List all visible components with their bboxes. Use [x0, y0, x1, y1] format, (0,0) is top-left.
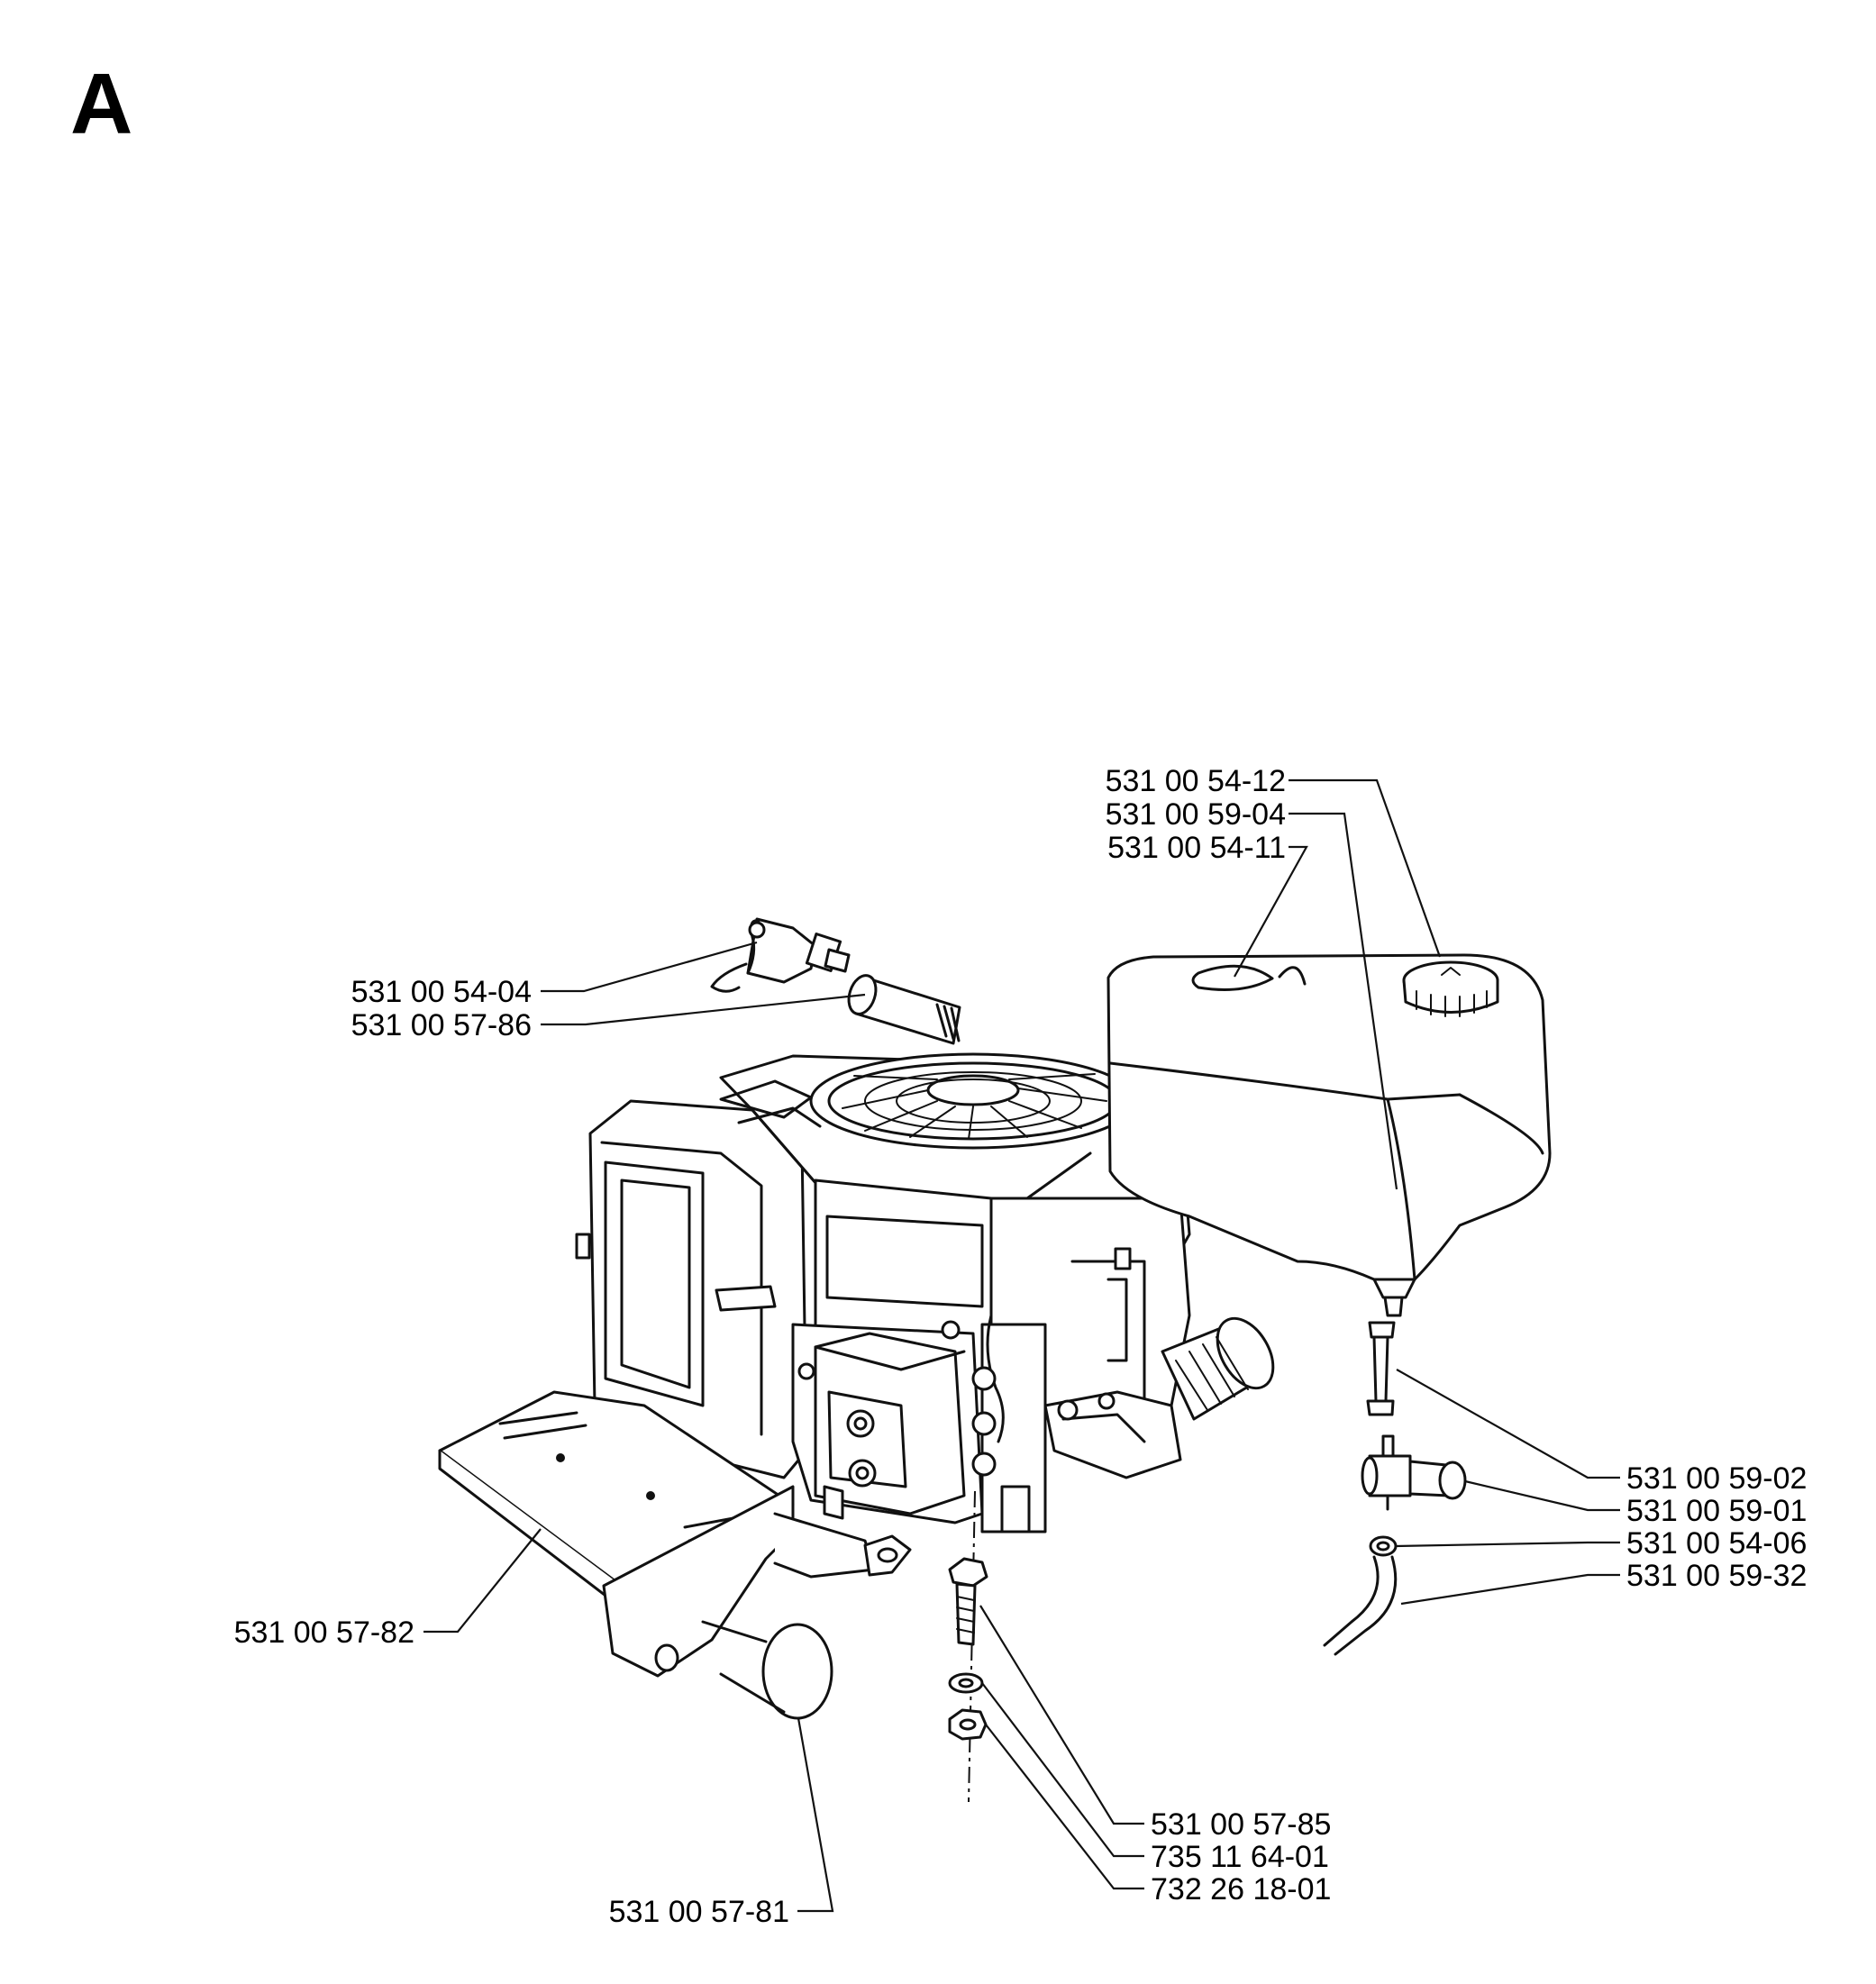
part-label-hose-clamp: 531 00 54-06 [1626, 1526, 1807, 1561]
fuel-tank-illustration [1106, 953, 1552, 1317]
fuel-line-lower-illustration [1323, 1555, 1398, 1656]
part-label-fuel-valve: 531 00 59-01 [1626, 1494, 1807, 1528]
part-label-spark-plug-wire: 531 00 54-04 [351, 975, 532, 1009]
nut-illustration [948, 1708, 988, 1741]
part-label-washer: 735 11 64-01 [1151, 1840, 1329, 1874]
part-label-fuel-line-upper: 531 00 59-02 [1626, 1461, 1807, 1496]
part-label-tank-clip: 531 00 54-11 [1107, 831, 1286, 865]
hose-clamp-illustration [1369, 1535, 1398, 1557]
muffler-illustration [602, 1485, 912, 1720]
part-label-spark-plug-cover: 531 00 57-86 [351, 1008, 532, 1042]
spark-plug-wire-illustration [710, 917, 851, 993]
bolt-illustration [948, 1557, 988, 1646]
part-label-heat-shield: 531 00 57-82 [234, 1615, 414, 1650]
engine-block-illustration [575, 1052, 1275, 1534]
part-label-muffler: 531 00 57-81 [609, 1895, 789, 1929]
tank-clip-illustration [1191, 964, 1307, 991]
part-label-fuel-tank: 531 00 59-04 [1106, 797, 1286, 832]
part-label-bolt: 531 00 57-85 [1151, 1807, 1331, 1842]
fuel-valve-illustration [1361, 1434, 1467, 1511]
part-label-fuel-cap: 531 00 54-12 [1106, 764, 1286, 798]
fuel-line-upper-illustration [1366, 1321, 1396, 1416]
fuel-cap-illustration [1402, 960, 1499, 1017]
leader-lines [423, 778, 1620, 1913]
part-label-nut: 732 26 18-01 [1151, 1872, 1331, 1907]
part-label-fuel-line-lower: 531 00 59-32 [1626, 1559, 1807, 1593]
washer-illustration [948, 1672, 984, 1694]
spark-plug-cover-illustration [847, 974, 961, 1045]
section-letter: A [70, 56, 132, 152]
